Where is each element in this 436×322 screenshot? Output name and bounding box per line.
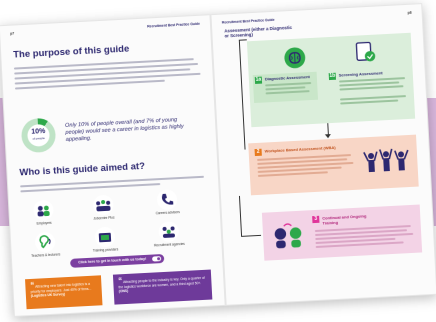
ear-icon <box>34 231 56 253</box>
checklist-icon <box>355 41 376 62</box>
audience-label: Employers <box>36 220 52 226</box>
team-icon <box>158 221 180 243</box>
step-title: Screening Assessment <box>338 70 383 78</box>
page-number: p7 <box>10 31 15 36</box>
running-header: Recruitment Best Practice Guide <box>221 17 275 25</box>
flow-title: Assessment (either a Diagnostic or Scree… <box>224 24 293 39</box>
people-icon <box>32 199 54 221</box>
assessment-panel: 1a Diagnostic Assessment 1b Screening As… <box>246 32 416 128</box>
wba-panel: 2 Workplace Based Assessment (WBA) <box>248 134 419 196</box>
flow-connector <box>241 234 262 237</box>
step-number: 1a <box>254 76 263 84</box>
phone-icon <box>156 189 178 211</box>
audience-label: Teachers & lecturers <box>31 252 61 258</box>
quote-source: (ONS) <box>118 289 129 294</box>
quote-box-purple: “ Attracting people to the industry is k… <box>112 269 213 305</box>
body-text-line <box>340 99 399 105</box>
cta-label: Click here to get in touch with us today… <box>78 256 147 265</box>
step-title: Workplace Based Assessment (WBA) <box>264 144 336 154</box>
step-number: 1b <box>328 72 337 81</box>
toggle-icon <box>152 256 162 262</box>
right-page: Recruitment Best Practice Guide p8 Asses… <box>210 3 436 306</box>
guide-spread: p7 Recruitment Best Practice Guide The p… <box>0 3 436 317</box>
audience-label: Recruitment agencies <box>153 241 185 248</box>
page-number: p8 <box>407 10 412 15</box>
conversation-icon <box>274 223 302 249</box>
section-title-audience: Who is this guide aimed at? <box>19 160 146 179</box>
flow-connector <box>238 39 247 41</box>
celebrating-team-icon <box>363 148 409 173</box>
section-title-purpose: The purpose of this guide <box>12 43 130 61</box>
quote-text: Attracting people to the industry is key… <box>118 275 205 289</box>
book-icon <box>94 226 116 248</box>
contact-us-button[interactable]: Click here to get in touch with us today… <box>70 253 165 268</box>
brain-icon <box>284 47 306 69</box>
audience-label: Jobcentre Plus <box>93 215 115 221</box>
step-title: Continual and Ongoing Training <box>322 213 367 226</box>
quote-box-orange: “ Attracting new talent into logistics i… <box>25 275 103 310</box>
step-number: 3 <box>312 215 320 224</box>
training-panel: 3 Continual and Ongoing Training <box>261 204 423 261</box>
flow-connector <box>238 195 243 236</box>
group-icon <box>92 194 114 216</box>
left-page: p7 Recruitment Best Practice Guide The p… <box>0 14 226 317</box>
flow-connector <box>238 39 246 150</box>
stat-text: Only 10% of people overall (and 7% of yo… <box>64 117 184 143</box>
running-header: Recruitment Best Practice Guide <box>147 21 201 29</box>
quote-source: (Logistics UK Survey) <box>30 292 66 299</box>
arrow-down-icon <box>324 134 332 139</box>
step-number: 2 <box>254 148 262 157</box>
audience-label: Careers advisers <box>155 210 180 216</box>
audience-label: Training providers <box>92 247 119 253</box>
